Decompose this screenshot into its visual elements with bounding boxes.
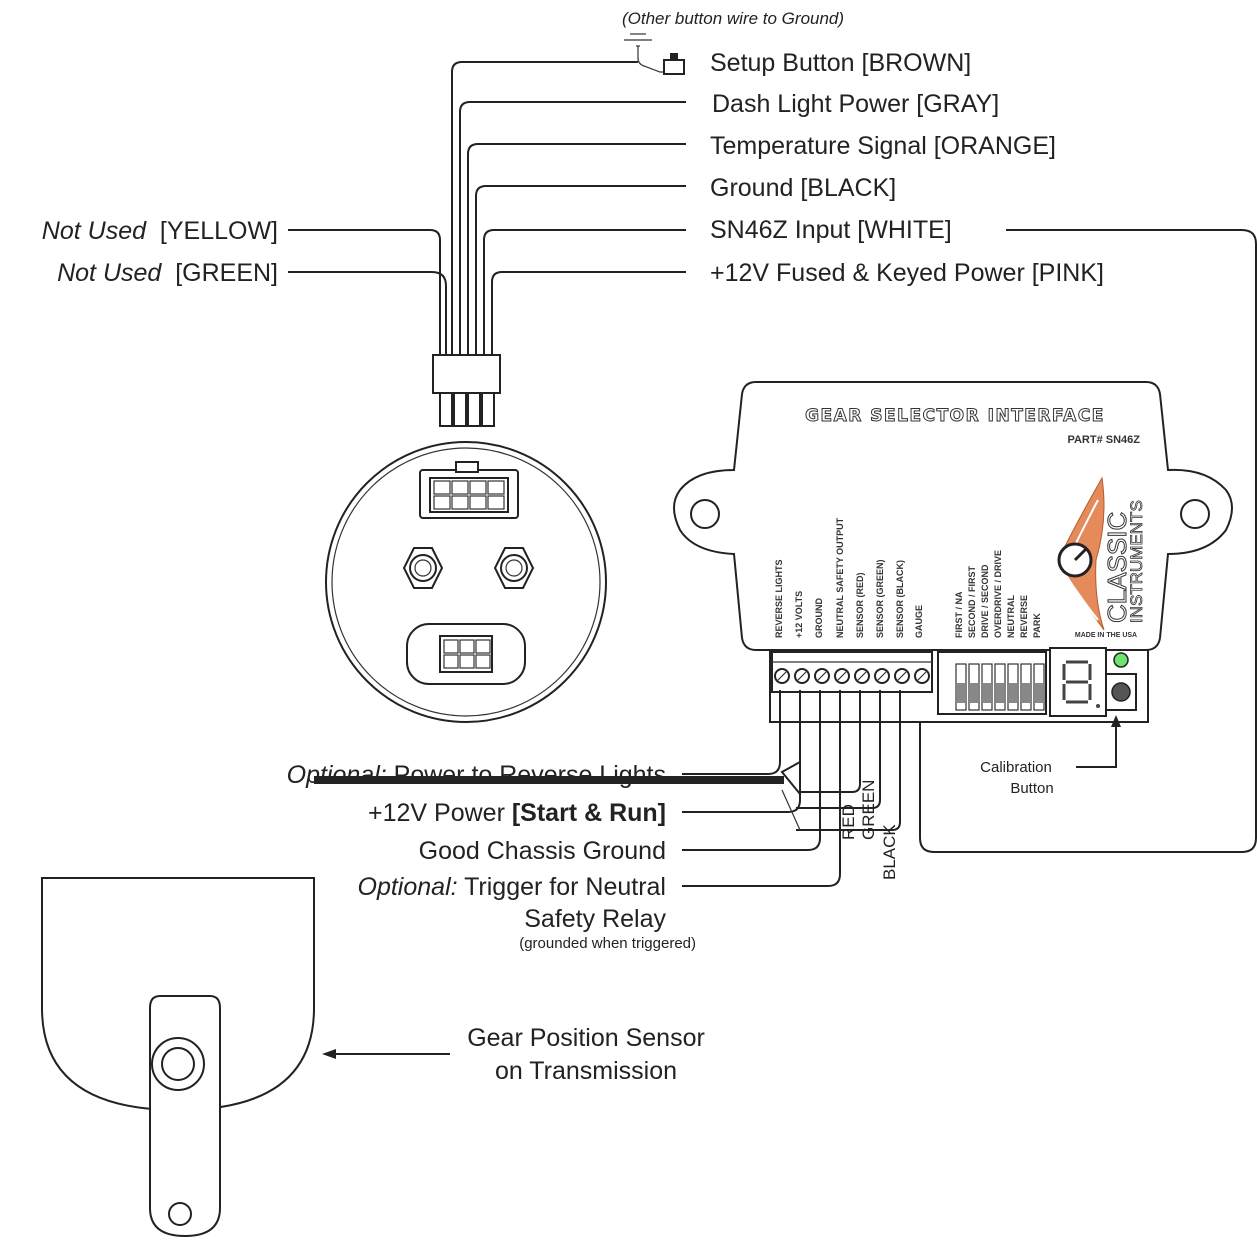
terminal-screws (774, 668, 930, 684)
label-grounded-note: (grounded when triggered) (519, 935, 696, 952)
gauge-connector-top (419, 461, 519, 519)
wire-label-red: RED (839, 804, 858, 840)
switch-label: OVERDRIVE / DRIVE (993, 550, 1003, 638)
made-in-usa: MADE IN THE USA (1075, 632, 1137, 639)
terminal-label: +12 VOLTS (794, 591, 804, 638)
gauge (325, 354, 607, 723)
terminal-labels: REVERSE LIGHTS +12 VOLTS GROUND NEUTRAL … (774, 517, 924, 638)
terminal-label: SENSOR (GREEN) (875, 559, 885, 638)
label-reverse-lights: Optional: Power to Reverse Lights (287, 761, 666, 789)
sensor-bolt-inner (161, 1047, 195, 1081)
label-start-run-power: +12V Power [Start & Run] (368, 799, 666, 827)
terminal-label: SENSOR (RED) (855, 572, 865, 638)
mount-hole-right (1180, 499, 1210, 529)
gauge-body (325, 441, 607, 723)
gauge-stud-right (493, 547, 535, 589)
switch-label: PARK (1032, 613, 1042, 638)
sensor-bracket (149, 995, 221, 1238)
terminal-label: GAUGE (914, 605, 924, 638)
label-ground: Ground [BLACK] (710, 174, 896, 202)
gauge-pigtail-plug (432, 354, 501, 427)
label-sn46z-input: SN46Z Input [WHITE] (710, 216, 952, 244)
switch-label: FIRST / NA (954, 591, 964, 638)
calibration-leader (1076, 722, 1117, 768)
status-led-icon (1113, 652, 1129, 668)
gauge-connector-bottom (406, 623, 526, 685)
terminal-block (771, 651, 933, 693)
terminal-label: NEUTRAL SAFETY OUTPUT (835, 517, 845, 638)
switch-label: SECOND / FIRST (967, 565, 977, 638)
dip-switch-block (937, 651, 1047, 715)
sensor-label-line1: Gear Position Sensor (467, 1024, 705, 1052)
mount-hole-left (690, 499, 720, 529)
label-green-wire: Not Used [GREEN] (57, 259, 278, 287)
label-yellow-wire: Not Used [YELLOW] (42, 217, 278, 245)
brand-classic: CLASSIC (1102, 512, 1132, 623)
module-output-wires (682, 690, 841, 887)
gear-position-sensor (41, 776, 784, 1238)
switch-label: REVERSE (1019, 595, 1029, 638)
white-wire-to-module (919, 229, 1257, 853)
label-temperature-signal: Temperature Signal [ORANGE] (710, 132, 1056, 160)
module-part-number: PART# SN46Z (1067, 434, 1140, 446)
terminal-label: SENSOR (BLACK) (895, 560, 905, 638)
wire-label-black: BLACK (880, 824, 899, 880)
label-neutral-trigger: Optional: Trigger for Neutral (358, 873, 666, 901)
switch-label: NEUTRAL (1006, 595, 1016, 638)
label-fused-keyed-power: +12V Fused & Keyed Power [PINK] (710, 259, 1104, 287)
terminal-label: REVERSE LIGHTS (774, 559, 784, 638)
calibration-label-line2: Button (1010, 780, 1053, 797)
sensor-mount-hole (168, 1202, 192, 1226)
gauge-wire-bundle (288, 61, 686, 355)
switch-label: DRIVE / SECOND (980, 564, 990, 638)
label-safety-relay: Safety Relay (524, 905, 666, 933)
gear-selector-module: GEAR SELECTOR INTERFACE PART# SN46Z CLAS… (673, 381, 1233, 723)
module-title: GEAR SELECTOR INTERFACE (805, 406, 1105, 426)
label-dash-light-power: Dash Light Power [GRAY] (712, 90, 999, 118)
switch-labels: FIRST / NA SECOND / FIRST DRIVE / SECOND… (954, 550, 1042, 638)
seven-segment-display (1049, 647, 1107, 717)
label-setup-button: Setup Button [BROWN] (710, 49, 971, 77)
ground-note: (Other button wire to Ground) (622, 9, 844, 28)
gauge-stud-left (402, 547, 444, 589)
sensor-wires (780, 690, 901, 831)
setup-button-icon (618, 33, 685, 75)
calibration-label-line1: Calibration (980, 759, 1052, 776)
brand-instruments: INSTRUMENTS (1127, 500, 1146, 623)
label-chassis-ground: Good Chassis Ground (419, 837, 666, 865)
terminal-label: GROUND (814, 598, 824, 638)
calibration-button[interactable] (1105, 673, 1137, 711)
wire-label-green: GREEN (859, 780, 878, 840)
sensor-label-line2: on Transmission (495, 1057, 677, 1085)
classic-instruments-logo: CLASSIC INSTRUMENTS MADE IN THE USA (1057, 476, 1146, 639)
